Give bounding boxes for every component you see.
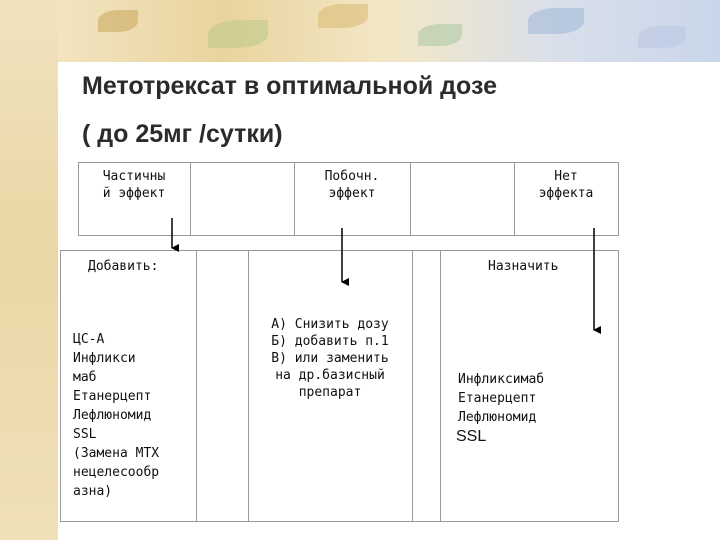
add-label: Добавить: (88, 259, 159, 274)
header-partial-effect: Частичны й эффект (102, 169, 166, 201)
decorative-side-band (0, 0, 58, 540)
side-effect-actions: А) Снизить дозу Б) добавить п.1 В) или з… (271, 317, 389, 400)
header-divider (410, 162, 411, 236)
prescribe-label: Назначить (488, 259, 559, 274)
leaf-decoration (528, 8, 584, 34)
header-divider (190, 162, 191, 236)
leaf-decoration (418, 24, 462, 46)
slide-subtitle: ( до 25мг /сутки) (82, 120, 283, 148)
header-side-effect: Побочн. эффект (324, 169, 380, 201)
leaf-decoration (638, 26, 686, 48)
treatment-divider (248, 250, 249, 522)
prescribe-ssl: SSL (456, 428, 487, 445)
header-no-effect: Нет эффекта (538, 169, 594, 201)
add-drug-list: ЦС-А Инфликси маб Етанерцепт Лефлюномид … (73, 332, 160, 499)
leaf-decoration (208, 20, 268, 48)
header-divider (514, 162, 515, 236)
treatment-divider (412, 250, 413, 522)
treatment-divider (440, 250, 441, 522)
header-row-box (78, 162, 619, 236)
prescribe-drug-list: Инфликсимаб Етанерцепт Лефлюномид (458, 372, 545, 425)
decorative-top-band (58, 0, 720, 62)
treatment-divider (196, 250, 197, 522)
treatment-box (60, 250, 619, 522)
leaf-decoration (318, 4, 368, 28)
header-divider (294, 162, 295, 236)
leaf-decoration (98, 10, 138, 32)
slide-title: Метотрексат в оптимальной дозе (82, 72, 497, 100)
